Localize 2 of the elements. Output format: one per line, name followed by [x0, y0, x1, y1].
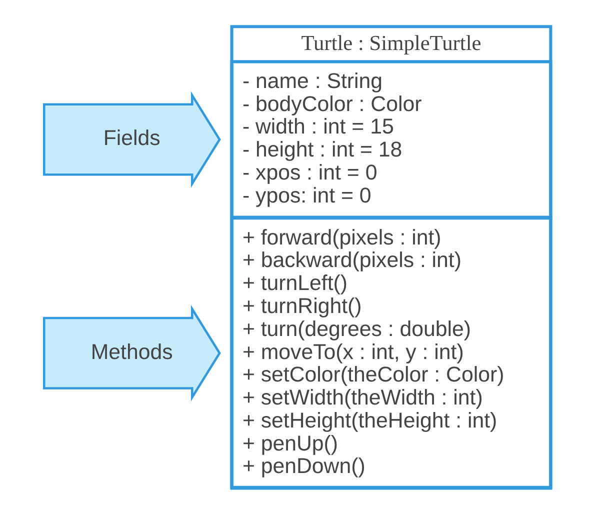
node-box: + forward(pixels : int) + backward(pixels : int) + turnLeft() + turnRight() + turn(degrees : double) + moveTo(x : int, y : int) + setColor(theColor : Color) + setWidth(theWidth : int) + setHeight(theHeight : int) + penUp() + penDown(): [230, 216, 552, 490]
node-box: - name : String - bodyColor : Color - width : int = 15 - height : int = 18 - xpos : int = 0 - ypos: int = 0: [230, 60, 552, 219]
